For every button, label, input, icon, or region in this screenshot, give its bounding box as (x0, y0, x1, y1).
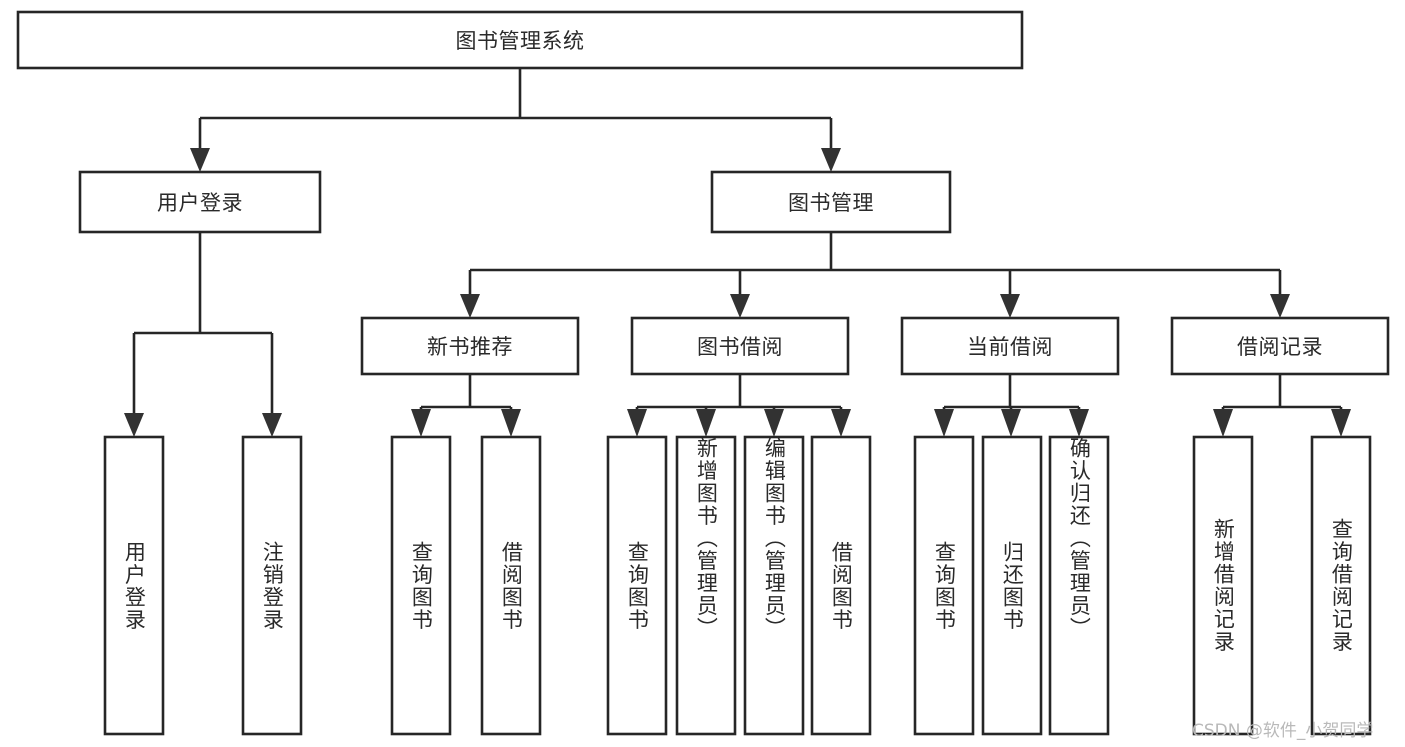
arrowhead-borrow-record (1270, 294, 1290, 318)
arrowhead-user-login (190, 148, 210, 172)
node-borrow-record[interactable] (1170, 316, 1390, 376)
node-leaf-edit-book[interactable] (743, 435, 805, 736)
arrowhead-leaf-borrow-book-2 (831, 409, 851, 437)
arrowhead-leaf-logout (262, 413, 282, 437)
arrowhead-leaf-add-record (1213, 409, 1233, 437)
node-root[interactable] (16, 10, 1024, 70)
arrowhead-leaf-borrow-book-1 (501, 409, 521, 437)
arrowhead-current-borrow (1000, 294, 1020, 318)
arrowhead-leaf-return-book (1001, 409, 1021, 437)
node-leaf-query-book-3[interactable] (913, 435, 975, 736)
node-leaf-logout[interactable] (241, 435, 303, 736)
node-leaf-borrow-book-1[interactable] (480, 435, 542, 736)
arrowhead-book-borrow (730, 294, 750, 318)
node-leaf-add-book[interactable] (675, 435, 737, 736)
arrowhead-leaf-user-login (124, 413, 144, 437)
node-current-borrow[interactable] (900, 316, 1120, 376)
arrowhead-leaf-edit-book (764, 409, 784, 437)
arrowhead-leaf-query-book-3 (934, 409, 954, 437)
arrowhead-leaf-query-book-2 (627, 409, 647, 437)
arrowhead-leaf-query-book-1 (411, 409, 431, 437)
node-leaf-add-record[interactable] (1192, 435, 1254, 736)
node-book-manage[interactable] (710, 170, 952, 234)
arrowhead-leaf-add-book (696, 409, 716, 437)
node-user-login[interactable] (78, 170, 322, 234)
node-leaf-user-login[interactable] (103, 435, 165, 736)
node-leaf-confirm-return[interactable] (1048, 435, 1110, 736)
arrowhead-leaf-query-record (1331, 409, 1351, 437)
node-book-borrow[interactable] (630, 316, 850, 376)
node-leaf-return-book[interactable] (981, 435, 1043, 736)
node-new-book-recommend[interactable] (360, 316, 580, 376)
arrowhead-book-manage (821, 148, 841, 172)
node-leaf-query-book-2[interactable] (606, 435, 668, 736)
node-leaf-query-book-1[interactable] (390, 435, 452, 736)
node-box-layer (16, 10, 1390, 736)
arrowhead-new-book-recommend (460, 294, 480, 318)
node-leaf-query-record[interactable] (1310, 435, 1372, 736)
node-leaf-borrow-book-2[interactable] (810, 435, 872, 736)
connector-layer (124, 68, 1351, 437)
arrowhead-leaf-confirm-return (1069, 409, 1089, 437)
